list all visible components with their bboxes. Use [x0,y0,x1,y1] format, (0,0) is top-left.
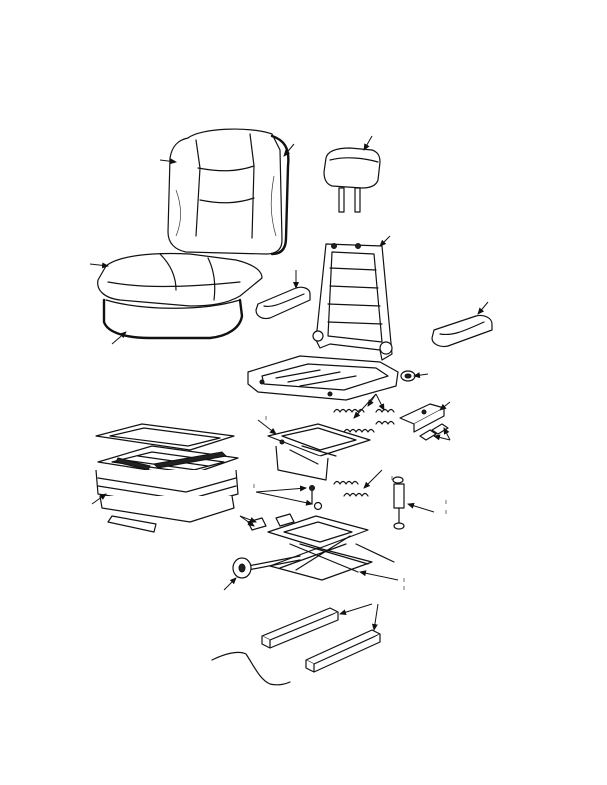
seat-cushion [97,252,263,307]
seat-cushion-cover [102,298,244,340]
headrest [323,147,381,213]
seat-pan [247,355,399,401]
backrest-frame [312,243,393,361]
backrest-cover [270,134,290,256]
shock-absorber [392,476,405,530]
slide-rail-lower [305,629,381,673]
screws [309,485,323,511]
backrest-cushion [167,128,283,255]
armrest-left [255,286,311,320]
tilt-levers [419,423,449,441]
release-cable [211,651,291,686]
height-adjust-knob [232,555,301,579]
scissor-suspension [267,515,395,581]
callout-leaders [89,135,489,631]
index-marks [253,416,447,590]
armrest-right [431,314,493,348]
stiffener-bar [107,515,157,533]
springs-lower [333,480,369,497]
upper-suspension-frame [267,423,371,481]
seat-bellows-cover [95,469,239,523]
springs-upper [333,408,395,433]
bottom-plate-gasket [95,423,235,451]
seat-tray [97,445,239,477]
release-knob [400,370,416,382]
slide-rail-upper [261,607,339,649]
